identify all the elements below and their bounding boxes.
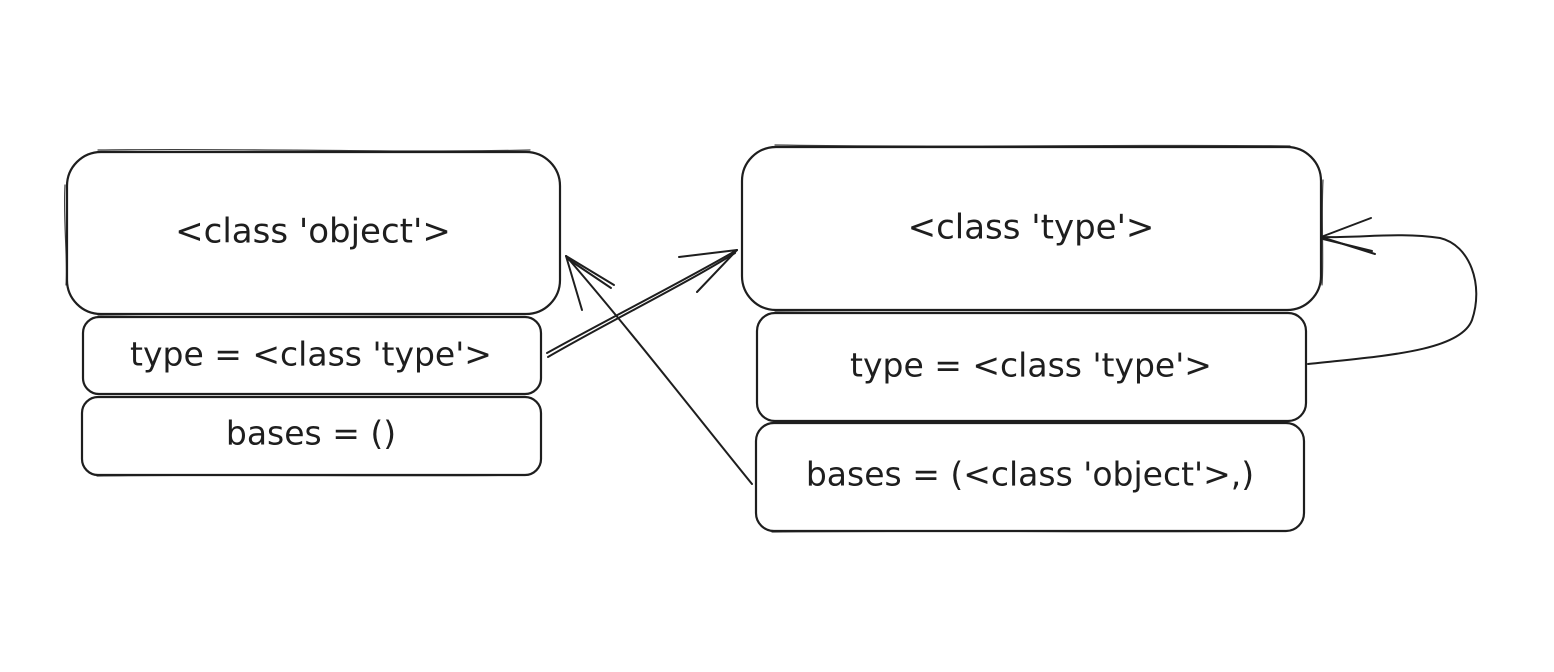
type-type-field-box[interactable]: type = <class 'type'> — [755, 311, 1308, 423]
object-type-field: type = <class 'type'> — [130, 335, 492, 374]
object-class-title: <class 'object'> — [175, 212, 451, 252]
arrow-object-type-to-type-class — [546, 249, 738, 358]
type-class-title-box[interactable]: <class 'type'> — [740, 144, 1324, 312]
type-bases-field-box[interactable]: bases = (<class 'object'>,) — [754, 421, 1306, 533]
object-type-field-box[interactable]: type = <class 'type'> — [81, 315, 543, 396]
type-class-title: <class 'type'> — [908, 208, 1155, 248]
type-type-field: type = <class 'type'> — [850, 346, 1212, 385]
arrow-type-bases-to-object-class — [565, 255, 753, 485]
object-class-group: <class 'object'> type = <class 'type'> b… — [63, 148, 562, 477]
type-class-group: <class 'type'> type = <class 'type'> bas… — [740, 144, 1324, 533]
object-bases-field: bases = () — [226, 414, 396, 453]
type-bases-field: bases = (<class 'object'>,) — [806, 455, 1254, 494]
object-class-title-box[interactable]: <class 'object'> — [63, 148, 562, 316]
arrow-type-type-self-loop — [1307, 217, 1478, 365]
object-bases-field-box[interactable]: bases = () — [80, 395, 543, 477]
